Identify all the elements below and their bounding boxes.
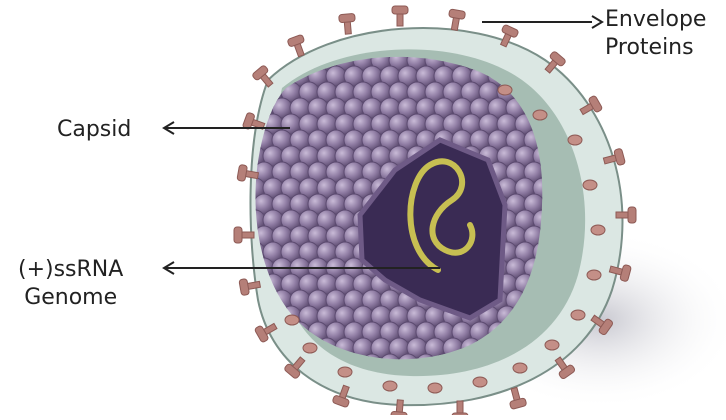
membrane-protein-dot <box>513 363 527 373</box>
label-genome-line-1: (+)ssRNA <box>18 256 123 284</box>
membrane-protein-dot <box>473 377 487 387</box>
capsid-bead <box>254 354 274 374</box>
label-envelope-line-1: Envelope <box>605 6 706 34</box>
membrane-protein-dot <box>545 340 559 350</box>
label-genome: (+)ssRNA Genome <box>18 256 123 312</box>
label-genome-line-2: Genome <box>18 284 123 312</box>
membrane-protein-dot <box>383 381 397 391</box>
label-capsid: Capsid <box>57 116 131 144</box>
membrane-protein-dot <box>498 85 512 95</box>
membrane-protein-dot <box>591 225 605 235</box>
envelope-protein-spike <box>339 13 357 34</box>
envelope-protein-spike <box>392 6 408 26</box>
membrane-protein-dot <box>303 343 317 353</box>
membrane-protein-dot <box>285 315 299 325</box>
arrow-envelope-head <box>592 16 602 28</box>
label-envelope-proteins: Envelope Proteins <box>605 6 706 62</box>
membrane-protein-dot <box>338 367 352 377</box>
membrane-protein-dot <box>571 310 585 320</box>
envelope-protein-spike <box>446 9 465 31</box>
membrane-protein-dot <box>568 135 582 145</box>
membrane-protein-dot <box>428 383 442 393</box>
membrane-protein-dot <box>587 270 601 280</box>
membrane-protein-dot <box>533 110 547 120</box>
membrane-protein-dot <box>583 180 597 190</box>
label-envelope-line-2: Proteins <box>605 34 706 62</box>
